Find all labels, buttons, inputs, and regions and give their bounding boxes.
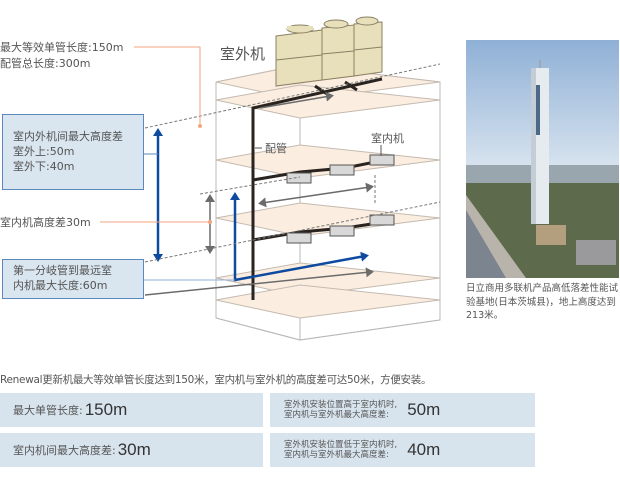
indoor-span-arrow: [258, 182, 374, 208]
reference-lines: [144, 63, 441, 263]
callout-line: 内机最大长度:60m: [13, 279, 108, 292]
piping-label: 配管: [265, 142, 287, 155]
spec-label-line: 室内机与室外机最大高度差:: [284, 410, 389, 420]
indoor-unit: [286, 232, 312, 244]
spec-label-line: 室内机与室外机最大高度差:: [284, 450, 389, 460]
floor-plates: [215, 64, 441, 319]
indoor-unit: [329, 164, 355, 176]
indoor-unit-label: 室内机: [371, 132, 404, 145]
photo-caption: 日立商用多联机产品高低落差性能试验基地(日本茨城县)，地上高度达到213米。: [466, 283, 619, 321]
max-equiv-pipe-label: 最大等效单管长度:150m: [0, 41, 124, 54]
spec-max-pipe-length: 最大单管长度: 150m: [0, 393, 263, 427]
callout-line: 室外下:40m: [13, 160, 75, 173]
pipe-length-arrow: [259, 91, 334, 109]
spec-value: 50m: [407, 400, 441, 419]
outdoor-unit: [353, 16, 383, 77]
spec-outdoor-above-height: 室外机安装位置高于室内机时, 室内机与室外机最大高度差: 50m: [270, 393, 535, 427]
total-pipe-label: 配管总长度:300m: [0, 57, 91, 70]
indoor-unit: [286, 172, 312, 184]
height-diff-callout: 室内外机间最大高度差 室外上:50m 室外下:40m: [2, 114, 144, 190]
outdoor-unit: [275, 24, 323, 87]
callout-line: 第一分岐管到最远室: [13, 264, 112, 277]
indoor-unit: [369, 214, 395, 226]
test-tower-photo: [466, 40, 619, 278]
callout-line: 室外上:50m: [13, 145, 75, 158]
outdoor-unit: [321, 19, 355, 81]
floor-plate-3: [215, 202, 441, 237]
spec-label-line: 室外机安装位置低于室内机时,: [284, 439, 398, 450]
outdoor-unit-label: 室外机: [220, 45, 266, 63]
indoor-unit: [329, 225, 355, 237]
indoor-height-diff-label: 室内机高度差30m: [0, 216, 91, 229]
floor-plate-5: [215, 284, 441, 319]
spec-label: 最大单管长度:: [13, 404, 83, 417]
callout-title: 室内外机间最大高度差: [13, 130, 123, 143]
spec-label-line: 室外机安装位置高于室内机时,: [284, 399, 398, 410]
branch-length-callout: 第一分岐管到最远室 内机最大长度:60m: [2, 259, 144, 299]
spec-value: 40m: [407, 440, 441, 459]
spec-indoor-height-diff: 室内机间最大高度差: 30m: [0, 433, 263, 467]
lower-span-arrow: [144, 267, 374, 296]
spec-outdoor-below-height: 室外机安装位置低于室内机时, 室内机与室外机最大高度差: 40m: [270, 433, 535, 467]
floor-plate-2: [215, 144, 441, 179]
summary-text: Renewal更新机最大等效单管长度达到150米，室内机与室外机的高度差可达50…: [0, 374, 432, 386]
outdoor-unit-group: [275, 16, 383, 87]
indoor-unit: [369, 154, 395, 166]
building-diagram: [100, 16, 441, 341]
spec-label: 室内机间最大高度差:: [13, 444, 116, 457]
spec-value: 30m: [117, 440, 151, 459]
spec-value: 150m: [84, 400, 128, 419]
leader-lines: [100, 46, 210, 223]
